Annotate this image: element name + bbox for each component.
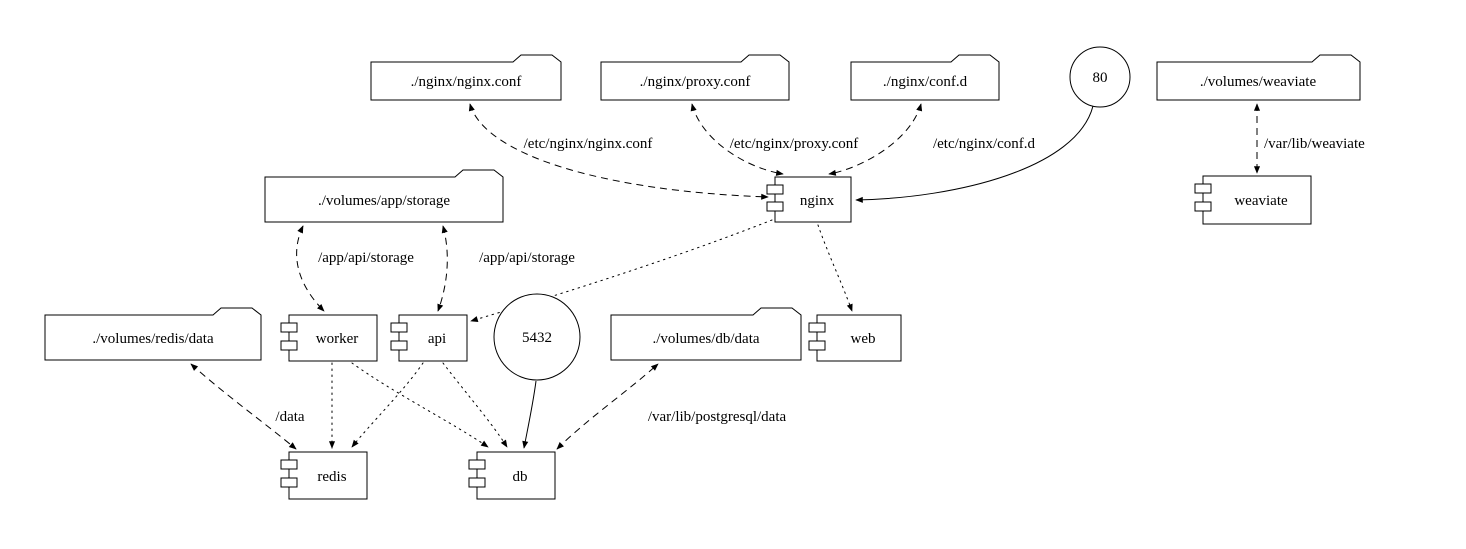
component-tab-icon bbox=[1194, 183, 1212, 194]
edges-layer bbox=[190, 103, 1261, 450]
node-volumes-weaviate: ./volumes/weaviate bbox=[1156, 54, 1361, 101]
edge-nginx-web bbox=[817, 224, 853, 312]
component-icon bbox=[816, 314, 902, 362]
edge-nginx-proxyconf bbox=[690, 103, 784, 176]
node-label-proxy-conf: ./nginx/proxy.conf bbox=[640, 74, 751, 90]
node-label-nginx: nginx bbox=[800, 193, 835, 209]
edge-label-api-storage-mount: /app/api/storage bbox=[479, 250, 575, 266]
edge-port80-nginx bbox=[855, 105, 1094, 203]
node-label-redis: redis bbox=[317, 469, 346, 485]
component-tab-icon bbox=[390, 322, 408, 333]
node-label-volumes-weaviate: ./volumes/weaviate bbox=[1200, 74, 1317, 90]
node-label-weaviate: weaviate bbox=[1234, 193, 1288, 209]
component-icon bbox=[476, 451, 556, 500]
node-web: web bbox=[808, 314, 902, 362]
node-label-nginx-conf: ./nginx/nginx.conf bbox=[411, 74, 522, 90]
node-proxy-conf: ./nginx/proxy.conf bbox=[600, 54, 790, 101]
edge-redis-volume bbox=[190, 363, 297, 450]
node-label-db-data: ./volumes/db/data bbox=[652, 331, 759, 347]
port-circle-icon bbox=[493, 293, 581, 381]
component-tab-icon bbox=[808, 322, 826, 333]
component-tab-icon bbox=[766, 184, 784, 195]
component-tab-icon bbox=[280, 459, 298, 470]
node-port-5432: 5432 bbox=[493, 293, 581, 381]
edge-label-worker-storage-mount: /app/api/storage bbox=[318, 250, 414, 266]
folder-icon bbox=[1156, 54, 1361, 101]
node-label-web: web bbox=[851, 331, 876, 347]
node-worker: worker bbox=[280, 314, 378, 362]
edge-worker-storage bbox=[296, 225, 325, 312]
node-nginx-conf: ./nginx/nginx.conf bbox=[370, 54, 562, 101]
component-tab-icon bbox=[468, 459, 486, 470]
node-redis-data: ./volumes/redis/data bbox=[44, 307, 262, 361]
edge-label-conf-d-mount: /etc/nginx/conf.d bbox=[933, 136, 1036, 152]
node-label-db: db bbox=[513, 469, 528, 485]
nodes-layer: ./nginx/nginx.conf ./nginx/proxy.conf ./… bbox=[44, 46, 1361, 500]
edge-db-volume bbox=[556, 363, 659, 450]
edge-nginx-nginxconf bbox=[468, 103, 769, 200]
node-label-app-storage: ./volumes/app/storage bbox=[318, 193, 450, 209]
node-redis: redis bbox=[280, 451, 368, 500]
edge-label-proxy-conf-mount: /etc/nginx/proxy.conf bbox=[730, 136, 859, 152]
edge-label-redis-mount: /data bbox=[275, 409, 304, 425]
node-label-worker: worker bbox=[316, 331, 358, 347]
edge-label-weaviate-mount: /var/lib/weaviate bbox=[1264, 136, 1365, 152]
folder-icon bbox=[264, 169, 504, 223]
component-tab-icon bbox=[468, 477, 486, 488]
node-label-conf-d: ./nginx/conf.d bbox=[883, 74, 968, 90]
edge-api-db bbox=[442, 362, 508, 448]
edge-labels-layer: /etc/nginx/nginx.conf /etc/nginx/proxy.c… bbox=[275, 136, 1365, 425]
node-api: api bbox=[390, 314, 468, 362]
node-label-api: api bbox=[428, 331, 446, 347]
folder-icon bbox=[850, 54, 1000, 101]
node-label-port-5432: 5432 bbox=[522, 330, 552, 346]
node-db-data: ./volumes/db/data bbox=[610, 307, 802, 361]
folder-icon bbox=[370, 54, 562, 101]
node-label-redis-data: ./volumes/redis/data bbox=[92, 331, 214, 347]
component-tab-icon bbox=[808, 340, 826, 351]
node-nginx: nginx bbox=[766, 176, 852, 223]
folder-icon bbox=[600, 54, 790, 101]
node-app-storage: ./volumes/app/storage bbox=[264, 169, 504, 223]
component-tab-icon bbox=[390, 340, 408, 351]
node-db: db bbox=[468, 451, 556, 500]
edge-label-nginx-conf-mount: /etc/nginx/nginx.conf bbox=[524, 136, 653, 152]
node-label-port-80: 80 bbox=[1093, 70, 1108, 86]
component-icon bbox=[398, 314, 468, 362]
edge-api-storage bbox=[437, 225, 448, 312]
folder-icon bbox=[44, 307, 262, 361]
edge-port5432-db bbox=[522, 380, 537, 449]
component-icon bbox=[288, 314, 378, 362]
edge-nginx-confd bbox=[828, 103, 923, 176]
component-tab-icon bbox=[280, 477, 298, 488]
component-icon bbox=[774, 176, 852, 223]
component-tab-icon bbox=[766, 201, 784, 212]
component-tab-icon bbox=[280, 340, 298, 351]
component-icon bbox=[1202, 175, 1312, 225]
node-weaviate: weaviate bbox=[1194, 175, 1312, 225]
component-tab-icon bbox=[280, 322, 298, 333]
component-icon bbox=[288, 451, 368, 500]
edge-api-redis bbox=[351, 362, 424, 448]
node-port-80: 80 bbox=[1069, 46, 1131, 108]
component-tab-icon bbox=[1194, 201, 1212, 212]
edge-label-db-mount: /var/lib/postgresql/data bbox=[648, 409, 787, 425]
node-conf-d: ./nginx/conf.d bbox=[850, 54, 1000, 101]
edge-worker-db bbox=[351, 362, 489, 448]
folder-icon bbox=[610, 307, 802, 361]
port-circle-icon bbox=[1069, 46, 1131, 108]
